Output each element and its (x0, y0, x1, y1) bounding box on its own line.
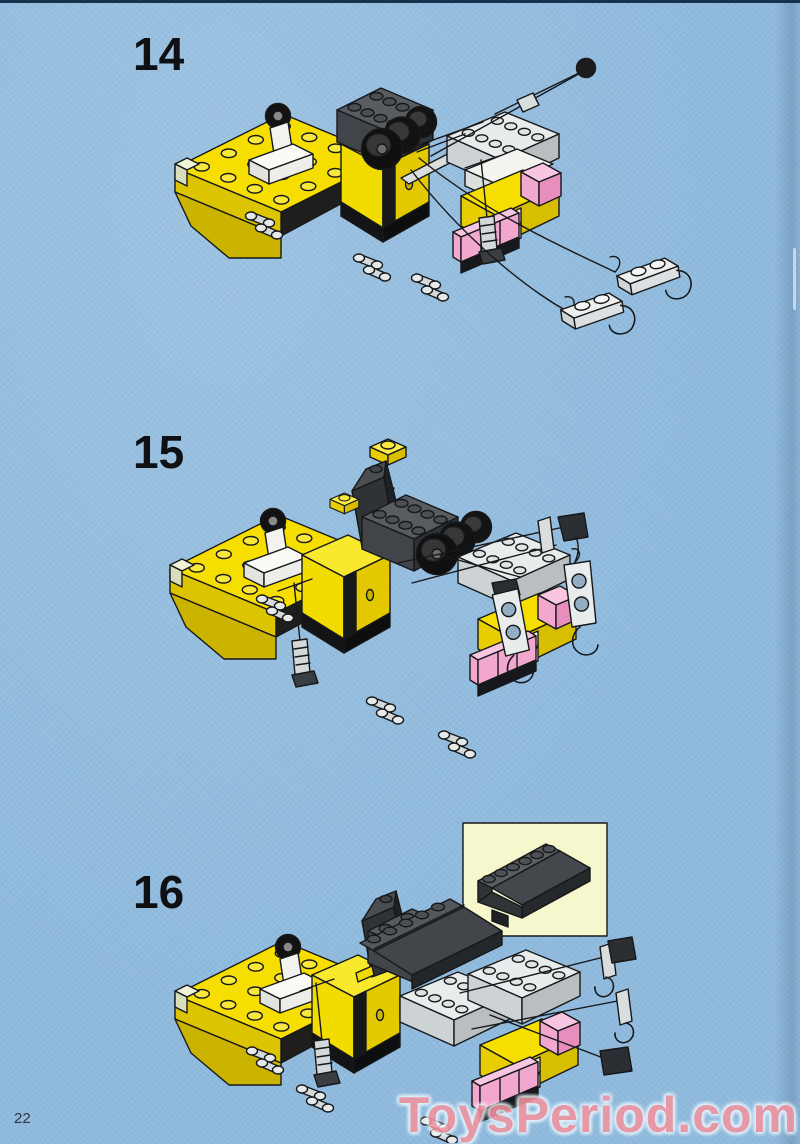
yellow-label (355, 965, 375, 983)
new-part-1x1-plate (369, 438, 407, 466)
rigging-arms (459, 936, 637, 1076)
folded-boom (397, 512, 589, 584)
axle-pins (295, 1084, 335, 1113)
page-right-edge-shadow (774, 0, 800, 1144)
added-slope-brick (359, 898, 503, 990)
watermark-text: ToysPeriod.com (398, 1087, 798, 1143)
step-14-illustration (174, 57, 694, 343)
axle-pins (437, 730, 477, 759)
page-edge-highlight (793, 248, 796, 310)
page-top-edge (0, 0, 800, 3)
axle-pins (365, 696, 405, 725)
step-14-number: 14 (133, 28, 185, 80)
axle-pins (410, 273, 450, 302)
step-16-number: 16 (133, 866, 185, 918)
step-15-number: 15 (133, 426, 185, 478)
page-number: 22 (14, 1110, 31, 1127)
part-inset-box (462, 822, 608, 937)
crane-boom (410, 57, 597, 157)
tow-hook-plate (614, 253, 694, 309)
slope-brick-part (477, 843, 591, 928)
axle-pins (352, 253, 392, 282)
step-16-illustration (174, 822, 637, 1143)
step-15-illustration (169, 438, 599, 759)
